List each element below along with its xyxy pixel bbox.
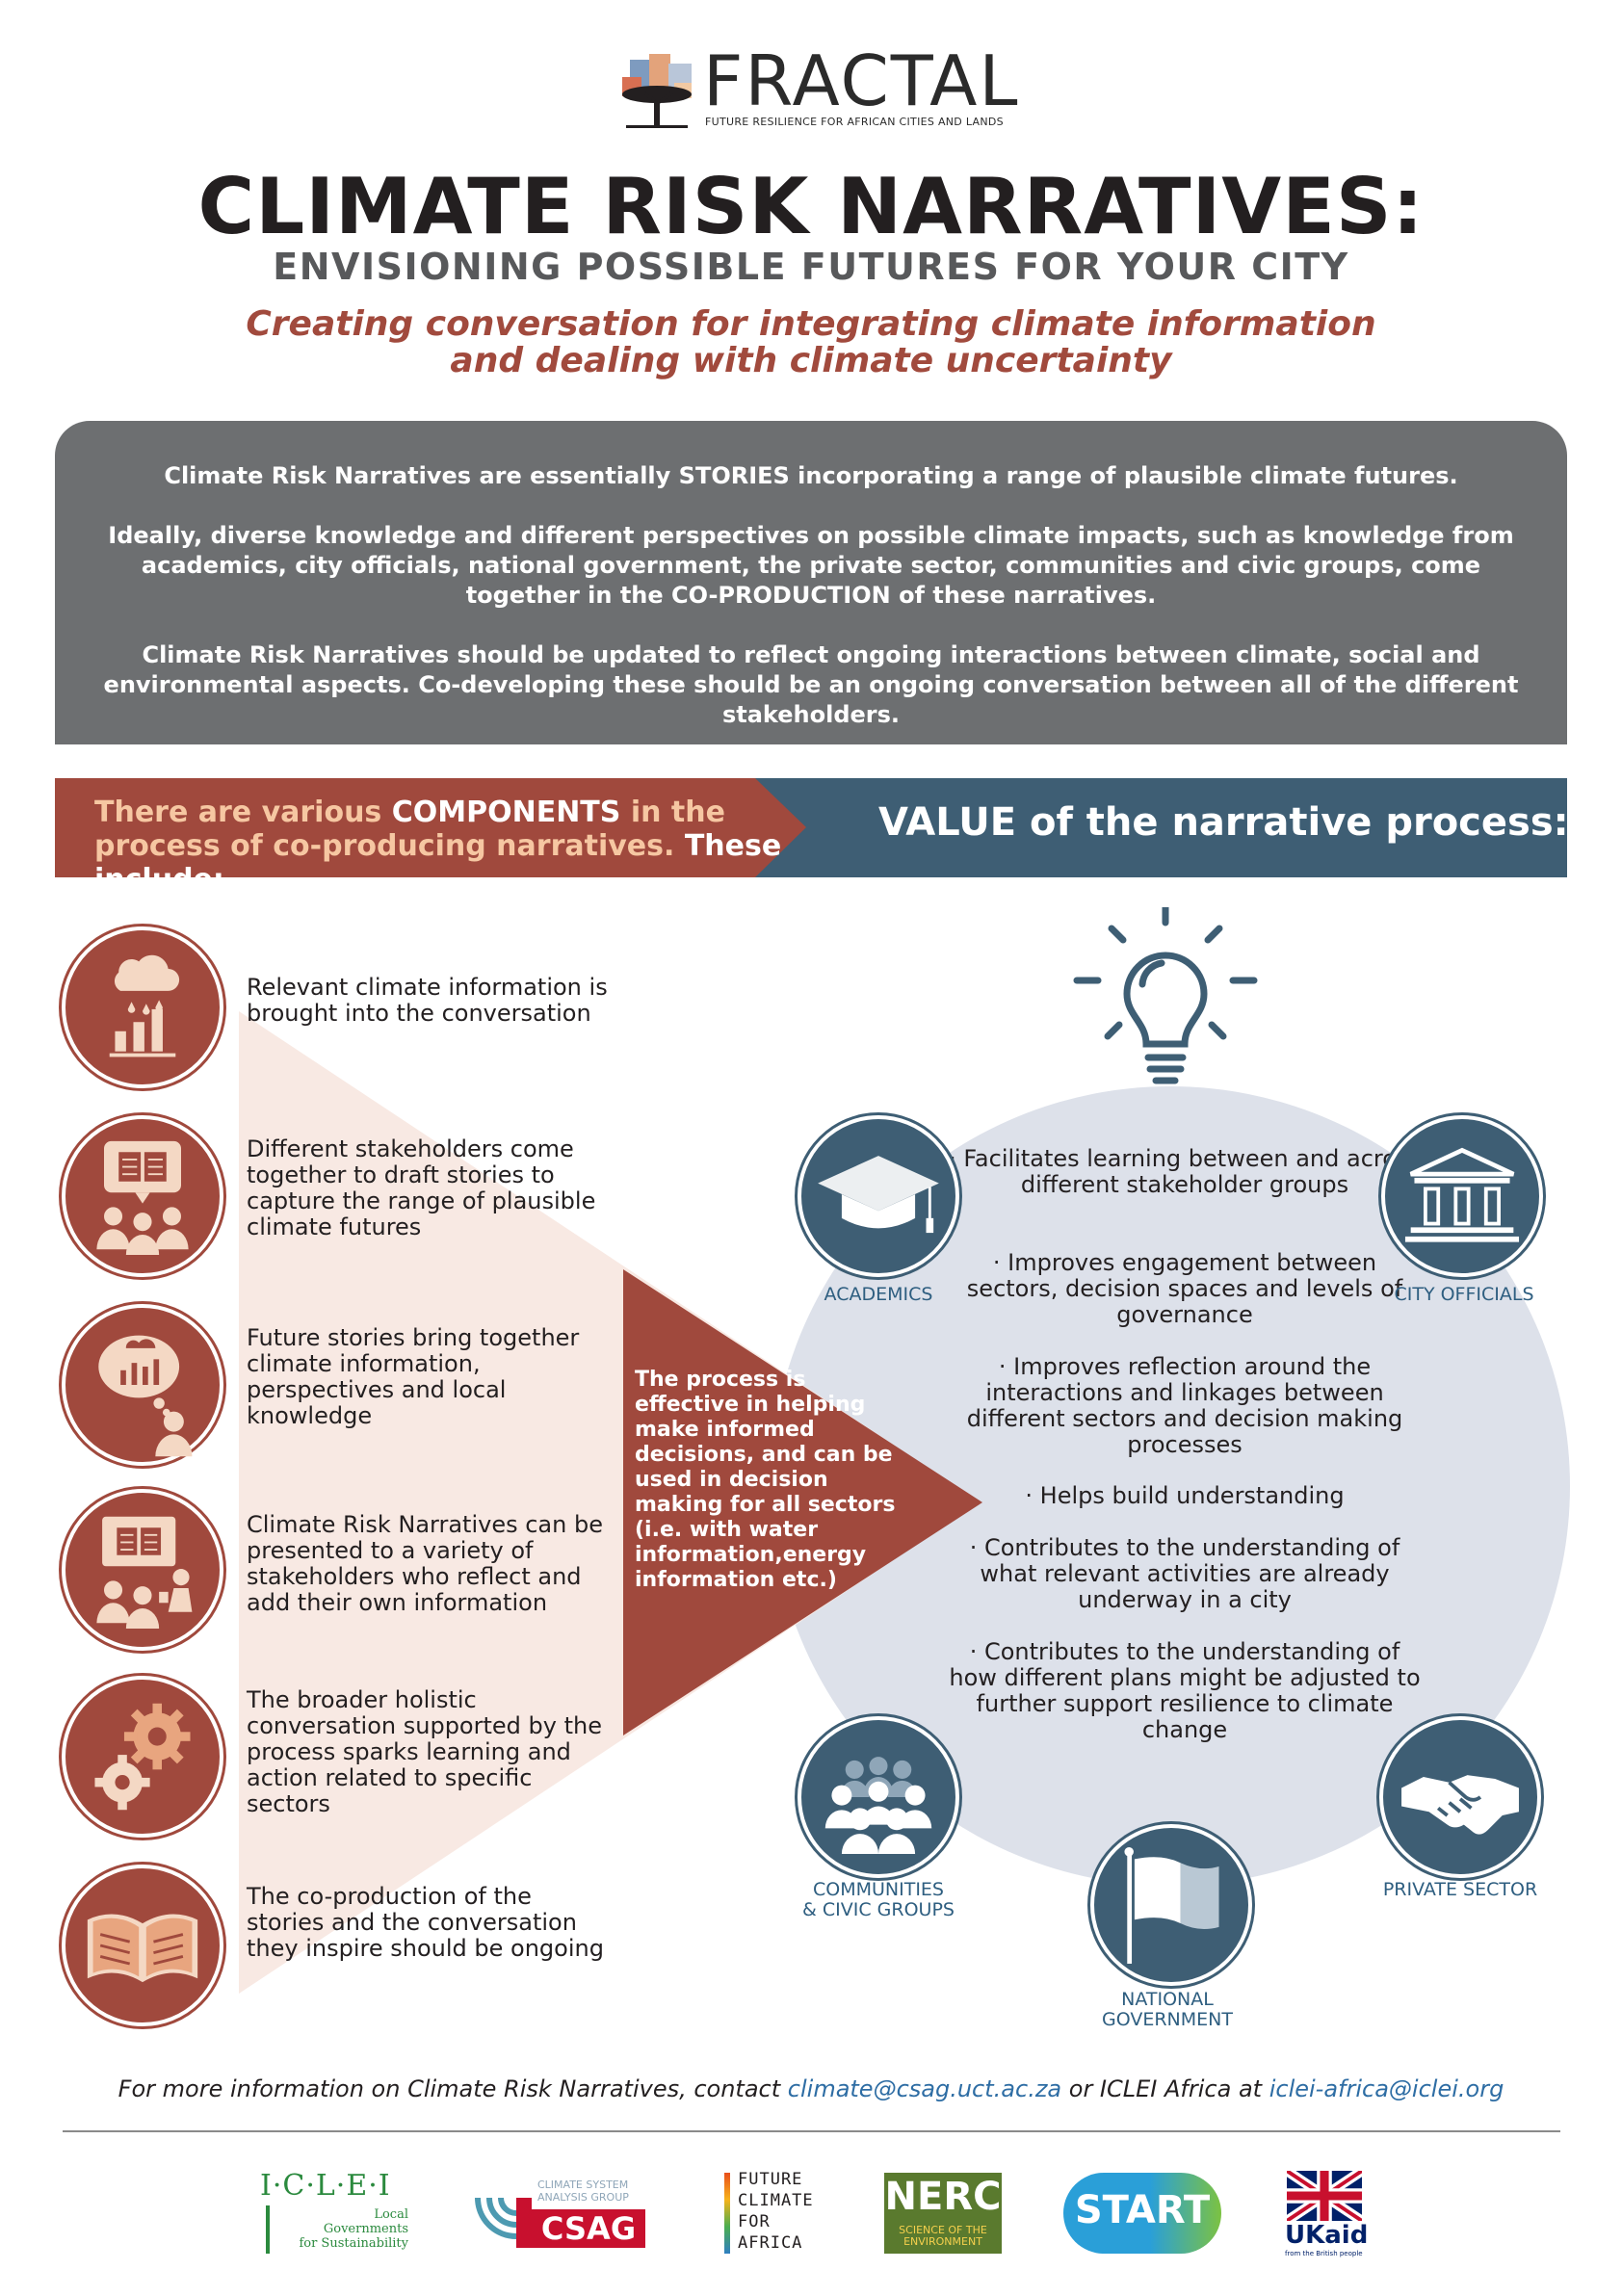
nerc-wordmark: NERC bbox=[884, 2175, 1002, 2219]
contact-text: or ICLEI Africa at bbox=[1061, 2075, 1269, 2102]
academics-label: ACADEMICS bbox=[824, 1284, 933, 1305]
csag-subtitle-line: CLIMATE SYSTEM bbox=[537, 2179, 629, 2191]
banner-text-emphasis: COMPONENTS bbox=[391, 796, 621, 829]
lightbulb-icon bbox=[1073, 907, 1258, 1084]
csag-subtitle-line: ANALYSIS GROUP bbox=[537, 2191, 629, 2204]
tagline-line-2: and dealing with climate uncertainty bbox=[450, 341, 1172, 380]
process-effectiveness-text: The process is effective in helping make… bbox=[635, 1368, 896, 1592]
csag-wordmark: CSAG bbox=[532, 2209, 645, 2248]
intro-box: Climate Risk Narratives are essentially … bbox=[55, 421, 1567, 744]
iclei-wordmark: I·C·L·E·I bbox=[260, 2169, 391, 2203]
logo-wordmark: FRACTAL bbox=[703, 40, 1020, 121]
fractal-logo: FRACTAL FUTURE RESILIENCE FOR AFRICAN CI… bbox=[616, 46, 1021, 137]
component-text-2: Different stakeholders come together to … bbox=[247, 1135, 596, 1240]
component-text-1: Relevant climate information is brought … bbox=[247, 974, 608, 1027]
intro-paragraph-3: Climate Risk Narratives should be update… bbox=[103, 641, 1519, 728]
ukaid-logo: UKaid from the British people bbox=[1283, 2165, 1368, 2261]
value-item-3: · Improves reflection around the interac… bbox=[966, 1353, 1403, 1458]
page-title: CLIMATE RISK NARRATIVES: bbox=[197, 162, 1425, 251]
iclei-subtitle: Local Governments for Sustainability bbox=[274, 2207, 408, 2251]
iclei-subtitle-line: for Sustainability bbox=[299, 2236, 408, 2251]
fcfa-logo: FUTURE CLIMATE FOR AFRICA bbox=[724, 2165, 850, 2261]
intro-paragraph-1: Climate Risk Narratives are essentially … bbox=[164, 462, 1458, 489]
process-funnel bbox=[239, 1011, 982, 1994]
climate-information-icon bbox=[62, 926, 223, 1088]
value-item-2: · Improves engagement between sectors, d… bbox=[966, 1249, 1403, 1328]
footer-divider bbox=[63, 2130, 1560, 2132]
communities-label-line-1: COMMUNITIES bbox=[812, 1879, 944, 1900]
fcfa-line: AFRICA bbox=[738, 2233, 803, 2253]
start-wordmark: START bbox=[1074, 2188, 1211, 2232]
banner-text-emphasis: These include: bbox=[94, 829, 782, 897]
csag-email-link[interactable]: climate@csag.uct.ac.za bbox=[787, 2075, 1062, 2102]
national-flag-icon bbox=[1090, 1824, 1252, 1986]
banner-text-part: in the process of co-producing narrative… bbox=[94, 796, 725, 863]
stakeholders-draft-icon bbox=[62, 1115, 223, 1277]
communities-icon bbox=[798, 1716, 959, 1878]
communities-label: COMMUNITIES & CIVIC GROUPS bbox=[753, 1880, 1004, 1920]
fractal-tree-icon bbox=[622, 54, 692, 128]
presentation-icon bbox=[62, 1489, 223, 1651]
nerc-subtitle-line: SCIENCE OF THE bbox=[899, 2224, 987, 2236]
iclei-subtitle-line: Governments bbox=[323, 2222, 408, 2236]
value-banner-title: VALUE of the narrative process: bbox=[878, 800, 1569, 845]
banner-text-part: There are various bbox=[94, 796, 392, 829]
nerc-subtitle-line: ENVIRONMENT bbox=[903, 2235, 982, 2248]
component-text-5: The broader holistic conversation suppor… bbox=[247, 1686, 602, 1817]
component-text-6: The co-production of the stories and the… bbox=[247, 1883, 604, 1962]
fcfa-line: FUTURE bbox=[738, 2170, 803, 2189]
academics-icon bbox=[798, 1115, 959, 1277]
page-subtitle: ENVISIONING POSSIBLE FUTURES FOR YOUR CI… bbox=[273, 246, 1349, 288]
iclei-logo: I·C·L·E·I Local Governments for Sustaina… bbox=[258, 2165, 412, 2261]
contact-text: For more information on Climate Risk Nar… bbox=[118, 2075, 788, 2102]
future-stories-icon bbox=[62, 1304, 223, 1466]
national-government-label: NATIONAL GOVERNMENT bbox=[1042, 1990, 1293, 2030]
city-officials-icon bbox=[1381, 1115, 1543, 1277]
logo-subtitle: FUTURE RESILIENCE FOR AFRICAN CITIES AND… bbox=[705, 116, 1004, 128]
value-item-4: · Helps build understanding bbox=[1025, 1482, 1345, 1509]
gears-icon bbox=[62, 1676, 223, 1838]
private-sector-label: PRIVATE SECTOR bbox=[1382, 1879, 1538, 1900]
fcfa-wordmark: FUTURE CLIMATE FOR AFRICA bbox=[738, 2169, 814, 2254]
csag-logo: CLIMATE SYSTEM ANALYSIS GROUP CSAG bbox=[470, 2165, 659, 2261]
iclei-rule bbox=[266, 2205, 270, 2254]
value-item-5: · Contributes to the understanding of wh… bbox=[969, 1534, 1400, 1613]
iclei-email-link[interactable]: iclei-africa@iclei.org bbox=[1269, 2075, 1504, 2102]
fcfa-line: FOR bbox=[738, 2212, 771, 2231]
components-banner bbox=[55, 778, 806, 877]
tagline-line-1: Creating conversation for integrating cl… bbox=[246, 304, 1376, 344]
nerc-subtitle: SCIENCE OF THE ENVIRONMENT bbox=[884, 2225, 1002, 2248]
national-label-line-1: NATIONAL bbox=[1121, 1989, 1214, 2010]
nerc-logo: NERC SCIENCE OF THE ENVIRONMENT bbox=[884, 2165, 1002, 2261]
value-item-1: · Facilitates learning between and acros… bbox=[949, 1145, 1421, 1198]
value-item-6: · Contributes to the understanding of ho… bbox=[949, 1638, 1421, 1743]
intro-paragraph-2: Ideally, diverse knowledge and different… bbox=[108, 522, 1514, 609]
nerc-box bbox=[884, 2173, 1002, 2254]
union-flag-icon bbox=[1287, 2171, 1362, 2221]
start-logo: START bbox=[1063, 2165, 1221, 2261]
fcfa-line: CLIMATE bbox=[738, 2191, 814, 2210]
start-pill bbox=[1063, 2173, 1221, 2254]
iclei-subtitle-line: Local bbox=[374, 2207, 408, 2222]
components-banner-text: There are various COMPONENTS in the proc… bbox=[94, 796, 788, 897]
value-banner bbox=[751, 778, 1567, 877]
contact-line: For more information on Climate Risk Nar… bbox=[0, 2075, 1622, 2102]
city-officials-label: CITY OFFICIALS bbox=[1394, 1284, 1534, 1305]
national-label-line-2: GOVERNMENT bbox=[1102, 2009, 1233, 2030]
component-text-3: Future stories bring together climate in… bbox=[247, 1324, 580, 1429]
ukaid-subtitle: from the British people bbox=[1285, 2250, 1363, 2257]
ukaid-wordmark: UKaid bbox=[1285, 2221, 1369, 2250]
open-book-icon bbox=[62, 1865, 223, 2026]
communities-label-line-2: & CIVIC GROUPS bbox=[802, 1899, 955, 1920]
csag-arcs-icon bbox=[475, 2197, 532, 2248]
tagline: Creating conversation for integrating cl… bbox=[0, 306, 1622, 379]
csag-subtitle: CLIMATE SYSTEM ANALYSIS GROUP bbox=[537, 2179, 629, 2204]
handshake-icon bbox=[1379, 1716, 1541, 1878]
fcfa-color-bar bbox=[724, 2173, 730, 2254]
component-text-4: Climate Risk Narratives can be presented… bbox=[247, 1511, 603, 1616]
